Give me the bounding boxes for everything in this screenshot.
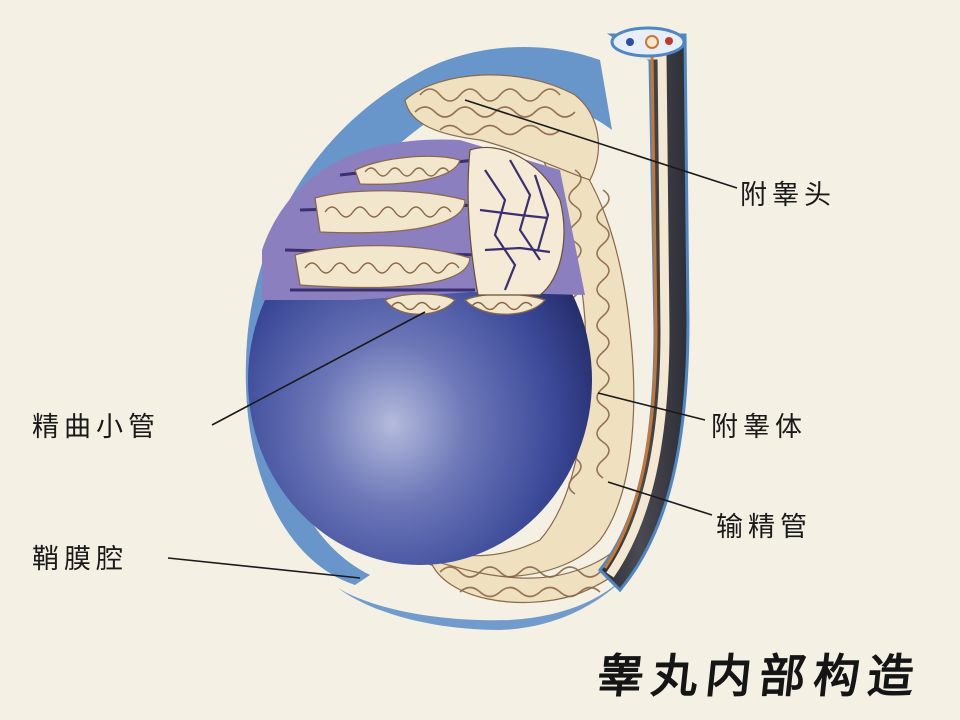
rete-network-lines [479, 159, 551, 291]
vessel-blue [626, 38, 634, 46]
label-tunica-vaginalis-cavity: 鞘膜腔 [32, 544, 128, 575]
vessel-red [665, 37, 673, 45]
label-vas-deferens: 输精管 [716, 512, 812, 543]
leader-cavity [167, 557, 361, 579]
label-epididymis-body: 附睾体 [711, 412, 807, 443]
leader-seminiferous-tubules [211, 311, 426, 426]
leader-epididymis-head [464, 99, 738, 189]
seminiferous-lobules [294, 155, 547, 315]
leader-lines [167, 99, 738, 579]
diagram-title: 睾丸内部构造 [594, 649, 925, 703]
leader-vas-deferens [607, 481, 713, 516]
vas-deferens-stripe [603, 54, 658, 569]
duct-section [645, 35, 659, 49]
epididymis-head [404, 74, 600, 181]
label-seminiferous-tubules: 精曲小管 [32, 412, 160, 443]
label-epididymis-head: 附睾头 [740, 180, 836, 211]
lobule-coils [304, 167, 533, 311]
leader-epididymis-body [597, 392, 706, 421]
vas-deferens-lumen [606, 50, 670, 578]
